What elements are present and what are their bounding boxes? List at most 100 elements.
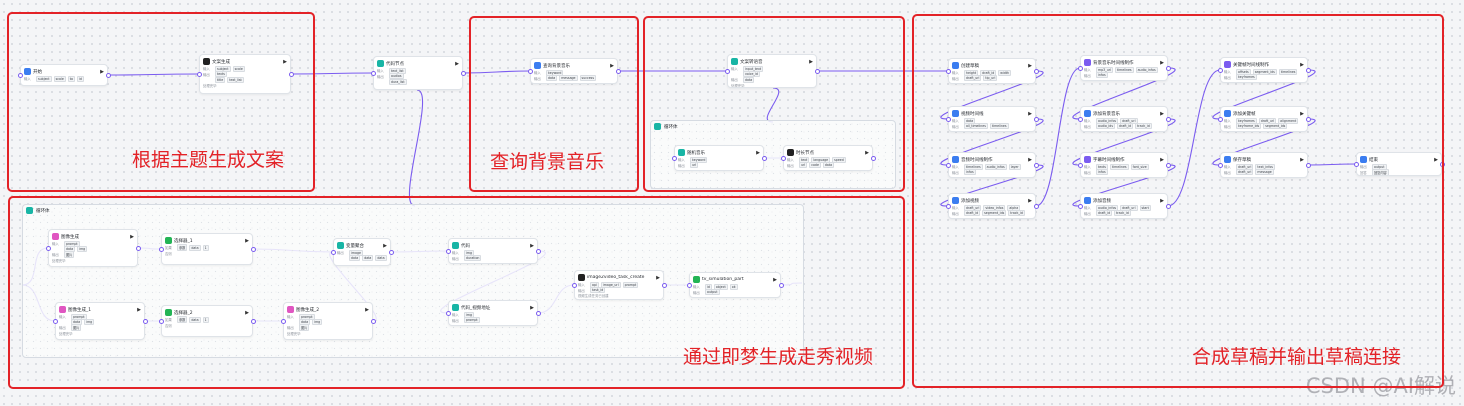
input-port[interactable] [528,69,533,74]
input-port[interactable] [687,283,692,288]
run-icon[interactable]: ▶ [756,149,760,156]
input-port[interactable] [159,247,164,252]
input-port[interactable] [1218,68,1223,73]
input-port[interactable] [1218,117,1223,122]
input-port[interactable] [781,156,786,161]
run-icon[interactable]: ▶ [809,58,813,65]
run-icon[interactable]: ▶ [1300,156,1304,163]
run-icon[interactable]: ▶ [773,276,777,283]
output-port[interactable] [371,319,376,324]
run-icon[interactable]: ▶ [137,306,141,313]
input-port[interactable] [159,319,164,324]
input-port[interactable] [1218,163,1223,168]
run-icon[interactable]: ▶ [365,306,369,313]
output-port[interactable] [461,71,466,76]
input-port[interactable] [18,73,23,78]
output-port[interactable] [1034,69,1039,74]
input-port[interactable] [1078,204,1083,209]
run-icon[interactable]: ▶ [100,68,104,75]
output-port[interactable] [389,250,394,255]
run-icon[interactable]: ▶ [130,233,134,240]
output-port[interactable] [251,319,256,324]
run-icon[interactable]: ▶ [610,62,614,69]
run-icon[interactable]: ▶ [1160,59,1164,66]
run-icon[interactable]: ▶ [656,274,660,281]
input-port[interactable] [197,72,202,77]
output-port[interactable] [1034,163,1039,168]
output-port[interactable] [1166,204,1171,209]
run-icon[interactable]: ▶ [283,58,287,65]
output-port[interactable] [136,246,141,251]
run-icon[interactable]: ▶ [1160,156,1164,163]
input-port[interactable] [446,311,451,316]
run-icon[interactable]: ▶ [383,242,387,249]
output-port[interactable] [1166,117,1171,122]
run-icon[interactable]: ▶ [1028,197,1032,204]
run-icon[interactable]: ▶ [455,60,459,67]
input-port[interactable] [1078,117,1083,122]
run-icon[interactable]: ▶ [1160,110,1164,117]
input-port[interactable] [672,156,677,161]
input-port[interactable] [53,319,58,324]
run-icon[interactable]: ▶ [1028,62,1032,69]
input-port[interactable] [946,204,951,209]
run-icon[interactable]: ▶ [530,304,534,311]
output-port[interactable] [1166,163,1171,168]
run-icon[interactable]: ▶ [865,149,869,156]
run-icon[interactable]: ▶ [245,309,249,316]
output-port[interactable] [1166,66,1171,71]
output-port[interactable] [289,72,294,77]
input-port[interactable] [281,319,286,324]
output-port[interactable] [762,156,767,161]
input-port[interactable] [331,250,336,255]
input-port[interactable] [572,283,577,288]
run-icon[interactable]: ▶ [245,237,249,244]
run-icon[interactable]: ▶ [1434,156,1438,163]
input-port[interactable] [1078,163,1083,168]
output-port[interactable] [815,69,820,74]
input-port[interactable] [46,246,51,251]
input-port[interactable] [946,163,951,168]
output-port[interactable] [251,247,256,252]
run-icon[interactable]: ▶ [530,242,534,249]
input-port[interactable] [725,69,730,74]
run-icon[interactable]: ▶ [1160,197,1164,204]
input-port[interactable] [1078,66,1083,71]
output-port[interactable] [1034,117,1039,122]
output-port[interactable] [536,249,541,254]
output-port[interactable] [1306,117,1311,122]
run-icon[interactable]: ▶ [1028,156,1032,163]
run-icon[interactable]: ▶ [1300,110,1304,117]
output-port[interactable] [1306,163,1311,168]
output-port[interactable] [143,319,148,324]
input-port[interactable] [946,117,951,122]
output-port[interactable] [662,283,667,288]
run-icon[interactable]: ▶ [1028,110,1032,117]
output-port[interactable] [1034,204,1039,209]
input-port[interactable] [371,71,376,76]
output-port[interactable] [871,156,876,161]
loop-group-video_loop[interactable]: 循环体 [22,204,804,358]
